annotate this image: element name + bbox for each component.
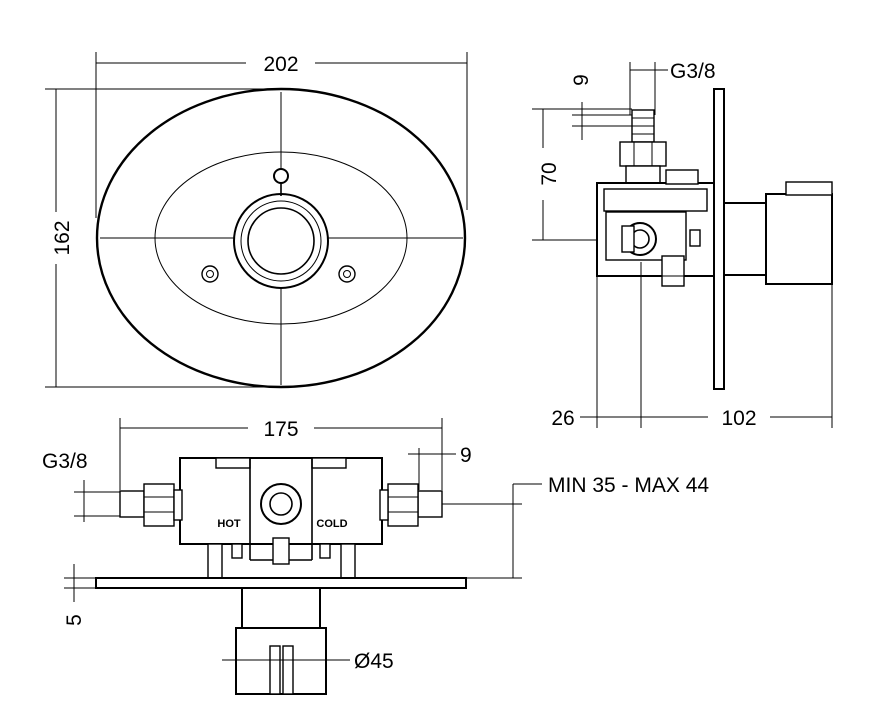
side-view: G3/8 9 70 [532,60,833,430]
front-width-dim: 202 [263,53,298,76]
top-cover-plate [95,577,467,589]
top-width-dim: 175 [263,418,298,441]
cover-plate-outer [95,87,467,389]
cover-plate-edge [713,88,725,390]
side-thread-dim: G3/8 [670,60,716,83]
screw-left [201,265,219,283]
hot-label: HOT [217,518,241,530]
side-height-dim: 70 [538,162,561,185]
side-projection-dim: 102 [721,407,756,430]
handle-diameter-dim: Ø45 [354,650,394,673]
front-height-dim: 162 [51,220,74,255]
top-thread-length-dim: 9 [460,444,472,467]
handle-mid-ring [240,200,322,282]
plate-thickness-dim: 5 [63,614,86,626]
top-handle [235,627,327,695]
front-view: 202 162 [45,52,468,389]
top-thread-dim: G3/8 [42,450,88,473]
handle-pointer [273,168,289,184]
install-depth-dim: MIN 35 - MAX 44 [548,474,709,497]
screw-right [338,265,356,283]
side-thread-length-dim: 9 [570,74,593,86]
top-view: 175 9 G3/8 HOT COLD [42,418,709,695]
cold-label: COLD [316,518,347,530]
handle-inner-ring [247,207,315,275]
cold-inlet [417,490,443,518]
side-handle [765,193,833,285]
hot-inlet [119,490,145,518]
top-outlet [260,483,302,525]
side-depth-dim: 26 [551,407,574,430]
